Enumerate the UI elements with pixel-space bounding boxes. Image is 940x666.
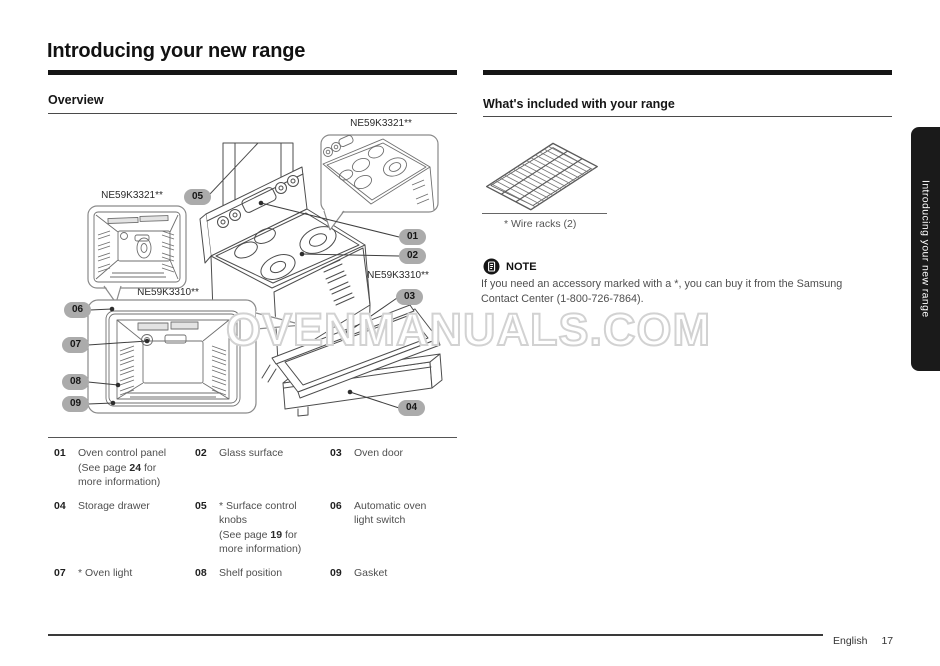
chapter-side-tab-label: Introducing your new range [919, 180, 932, 318]
callout-badge-01: 01 [399, 229, 426, 245]
legend-label: Storage drawer [78, 499, 150, 512]
note-text: If you need an accessory marked with a *… [481, 278, 843, 305]
note-label: NOTE [506, 260, 537, 273]
legend-item-07: 07 * Oven light [54, 566, 195, 581]
legend-number: 09 [330, 566, 342, 579]
range-diagram [40, 115, 460, 440]
footer-page-number: 17 [881, 635, 894, 647]
legend-item-09: 09 Gasket [330, 566, 458, 581]
overview-heading: Overview [48, 93, 104, 107]
title-rule-left [48, 70, 457, 75]
legend-number: 02 [195, 447, 207, 459]
legend-number: 08 [195, 566, 207, 579]
legend-number: 05 [195, 499, 207, 512]
legend-label: Shelf position [219, 566, 283, 579]
legend-number: 03 [330, 447, 342, 459]
legend-item-03: 03 Oven door [330, 446, 458, 490]
legend-number: 07 [54, 566, 66, 579]
title-rule-right [483, 70, 892, 75]
callout-badge-04: 04 [398, 400, 425, 416]
legend-number: 06 [330, 499, 342, 512]
included-rule [483, 116, 892, 117]
chapter-side-tab: Introducing your new range [911, 127, 940, 371]
callout-badge-05: 05 [184, 189, 211, 205]
callout-badge-09: 09 [62, 396, 89, 412]
note-header: NOTE [483, 258, 537, 275]
legend-item-02: 02 Glass surface [195, 446, 330, 490]
wire-rack-figure [482, 136, 604, 215]
wire-rack-caption: * Wire racks (2) [504, 218, 577, 230]
included-heading: What's included with your range [483, 97, 675, 111]
model-label-top: NE59K3321** [350, 118, 412, 129]
callout-badge-02: 02 [399, 248, 426, 264]
legend-label: * Oven light [78, 566, 133, 579]
model-label-right: NE59K3310** [367, 270, 429, 281]
callout-badge-03: 03 [396, 289, 423, 305]
callout-badge-07: 07 [62, 337, 89, 353]
legend-number: 01 [54, 447, 66, 459]
overview-rule [48, 113, 457, 114]
footer-language: English [833, 635, 868, 647]
legend-label: Gasket [354, 566, 388, 579]
callout-badge-06: 06 [64, 302, 91, 318]
legend-number: 04 [54, 499, 66, 512]
note-icon [483, 258, 500, 275]
range-diagram-drawing [87, 134, 443, 417]
watermark: OVENMANUALS.COM [225, 303, 711, 356]
footer: English 17 [833, 635, 893, 647]
model-label-bottom: NE59K3310** [137, 287, 199, 298]
legend-label: Oven door [354, 447, 404, 459]
legend-label: Glass surface [219, 447, 284, 459]
footer-rule [48, 634, 823, 636]
legend-item-08: 08 Shelf position [195, 566, 330, 581]
wire-rack-divider [482, 213, 607, 214]
legend-item-04: 04 Storage drawer [54, 499, 195, 557]
page-title: Introducing your new range [47, 40, 306, 62]
callout-badge-08: 08 [62, 374, 89, 390]
model-label-left: NE59K3321** [101, 190, 163, 201]
wire-rack-icon [485, 142, 598, 211]
legend-rule [48, 437, 457, 438]
